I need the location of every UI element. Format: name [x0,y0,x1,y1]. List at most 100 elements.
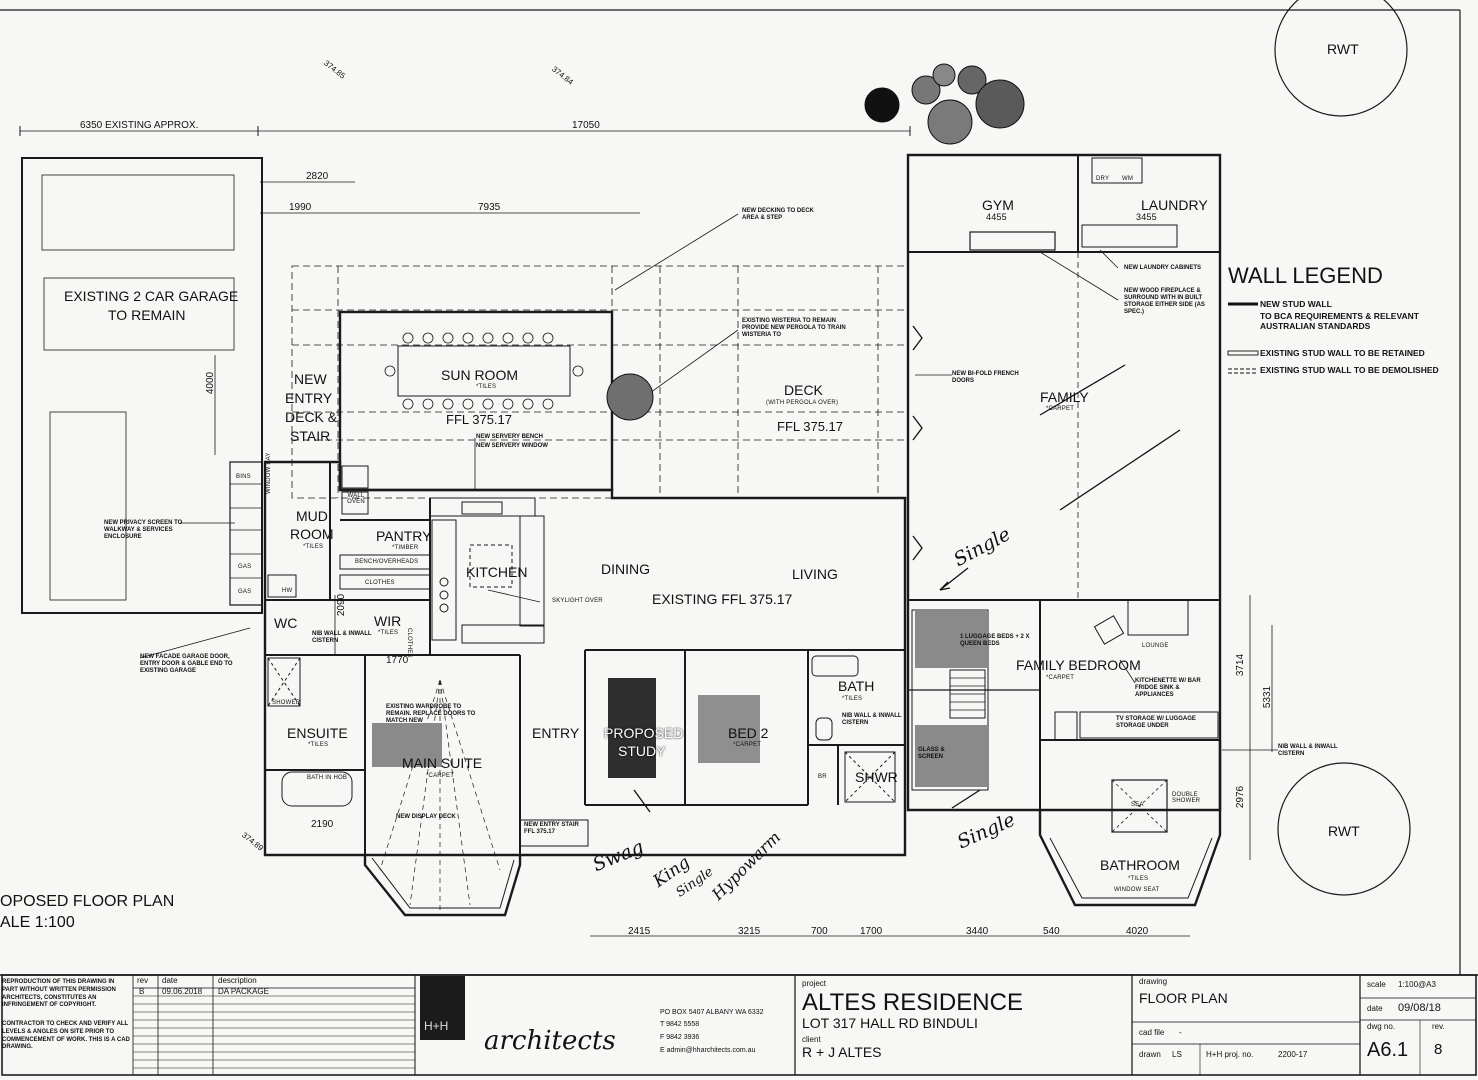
dim-label: 1770 [386,655,409,666]
finish-label: *TILES [476,384,497,390]
room-label-bath: BATH [838,678,875,694]
room-label-entry: ENTRY [532,725,580,741]
annotation-note: GLASS & SCREEN [918,747,945,760]
finish-label: *TILES [378,630,399,636]
room-dim: 3455 [1136,212,1157,222]
annotation-note: NEW DECKING TO DECK AREA & STEP [742,208,814,221]
dim-label: 2820 [306,171,329,182]
dim-label: 700 [811,926,828,937]
dim-label: 2415 [628,926,651,937]
dim-label: 4020 [1126,926,1149,937]
dim-label: 540 [1043,926,1060,937]
service-label: GAS [238,589,252,595]
client-name: R + J ALTES [802,1044,882,1060]
legend-item: EXISTING STUD WALL TO BE DEMOLISHED [1260,365,1439,375]
room-label-laundry: LAUNDRY [1141,197,1208,213]
dim-label: 2090 [336,593,348,617]
rev-label: rev. [1432,1022,1445,1031]
room-label-entry-deck: NEW [294,371,327,387]
revision-date: 09.06.2018 [162,987,203,996]
annotation-note: NIB WALL & INWALL CISTERN [312,631,372,644]
dim-label: 1990 [289,202,312,213]
finish-label: *TILES [308,742,329,748]
annotation-note: NEW ENTRY STAIR FFL 375.17 [524,822,579,835]
fixture-label: SEA [1131,802,1144,808]
room-label-garage: EXISTING 2 CAR GARAGE [64,288,239,304]
dim-label: 3440 [966,926,989,937]
firm-contact: F 9842 3936 [660,1034,700,1041]
legend-item: EXISTING STUD WALL TO BE RETAINED [1260,348,1425,358]
scale-label: scale [1367,980,1386,989]
fixture-label: CLOTHES [365,580,395,586]
dim-label: 6350 EXISTING APPROX. [80,120,199,131]
revision-description: DA PACKAGE [218,987,269,996]
room-dim: 4455 [986,212,1007,222]
room-label-ensuite: ENSUITE [287,725,348,741]
room-label-entry-deck: DECK & [285,409,338,425]
date-header: date [162,976,178,985]
annotation-note: EXISTING WISTERIA TO REMAIN PROVIDE NEW … [742,318,846,338]
room-label-pantry: PANTRY [376,528,432,544]
room-label-bed2: BED 2 [728,725,769,741]
fixture-label: BENCH/OVERHEADS [355,559,419,565]
dwg-number: A6.1 [1367,1039,1409,1061]
dim-label: 5331 [1262,685,1274,709]
project-label: project [802,979,827,988]
drawing-label: drawing [1139,977,1168,986]
revision-code: B [139,987,145,996]
finish-label: *TILES [842,696,863,702]
room-label-garage: TO REMAIN [108,307,186,323]
firm-logo: H+H [424,1019,449,1033]
room-label-deck: DECK [784,382,823,398]
drawing-scale: ALE 1:100 [0,914,75,931]
firm-contact: PO BOX 5407 ALBANY WA 6332 [660,1009,764,1016]
annotation-note: 1 LUGGAGE BEDS + 2 X QUEEN BEDS [960,634,1030,647]
legend-item: NEW STUD WALL [1260,299,1332,309]
cad-label: cad file [1139,1028,1165,1037]
proj-label: H+H proj. no. [1206,1050,1254,1059]
proj-value: 2200-17 [1278,1050,1308,1059]
dim-label: 2976 [1235,785,1247,809]
finish-label: (WITH PERGOLA OVER) [766,400,839,406]
room-label-sunroom: SUN ROOM [441,367,518,383]
project-address: LOT 317 HALL RD BINDULI [802,1015,978,1031]
room-label-living: LIVING [792,566,838,582]
annotation-note: NEW SERVERY BENCH [476,434,543,440]
rev-header: rev [137,976,149,985]
annotation-note: NIB WALL & INWALL CISTERN [1278,744,1338,757]
room-label-family: FAMILY [1040,389,1089,405]
dim-label: 3714 [1235,653,1247,677]
fixture-label: DRY [1096,176,1110,182]
client-label: client [802,1035,821,1044]
room-label-family-bedroom: FAMILY BEDROOM [1016,657,1141,673]
annotation-note: NEW WOOD FIREPLACE & SURROUND WITH IN BU… [1124,288,1205,315]
drawing-name: FLOOR PLAN [1139,990,1228,1006]
finish-label: *CARPET [733,742,762,748]
room-label-dining: DINING [601,561,650,577]
dim-label: 1700 [860,926,883,937]
annotation-note: NIB WALL & INWALL CISTERN [842,713,902,726]
dwg-label: dwg no. [1367,1022,1396,1031]
fixture-label: CLOTHES [406,628,412,658]
legend-title: WALL LEGEND [1228,263,1383,288]
legend-item-detail: TO BCA REQUIREMENTS & RELEVANT AUSTRALIA… [1260,311,1419,331]
fixture-label: BATH IN HOB [307,775,348,781]
annotation-note: NEW FACADE GARAGE DOOR, ENTRY DOOR & GAB… [140,654,233,674]
annotation-note: NEW PRIVACY SCREEN TO WALKWAY & SERVICES… [104,520,183,540]
dim-label: 7935 [478,202,501,213]
drawn-label: drawn [1139,1050,1161,1059]
service-label: GAS [238,564,252,570]
rwt-label: RWT [1327,41,1359,57]
date-value: 09/08/18 [1398,1002,1441,1014]
fixture-label: DOUBLE SHOWER [1172,792,1201,804]
drawing-title: OPOSED FLOOR PLAN [0,893,175,910]
copyright-note: REPRODUCTION OF THIS DRAWING IN PART WIT… [2,979,116,1009]
scale-value: 1:100@A3 [1398,980,1436,989]
room-label-study: STUDY [618,743,666,759]
room-label-gym: GYM [982,197,1014,213]
room-label-wc: WC [274,615,298,631]
annotation-note: NEW LAUNDRY CABINETS [1124,265,1202,271]
rwt-label: RWT [1328,823,1360,839]
